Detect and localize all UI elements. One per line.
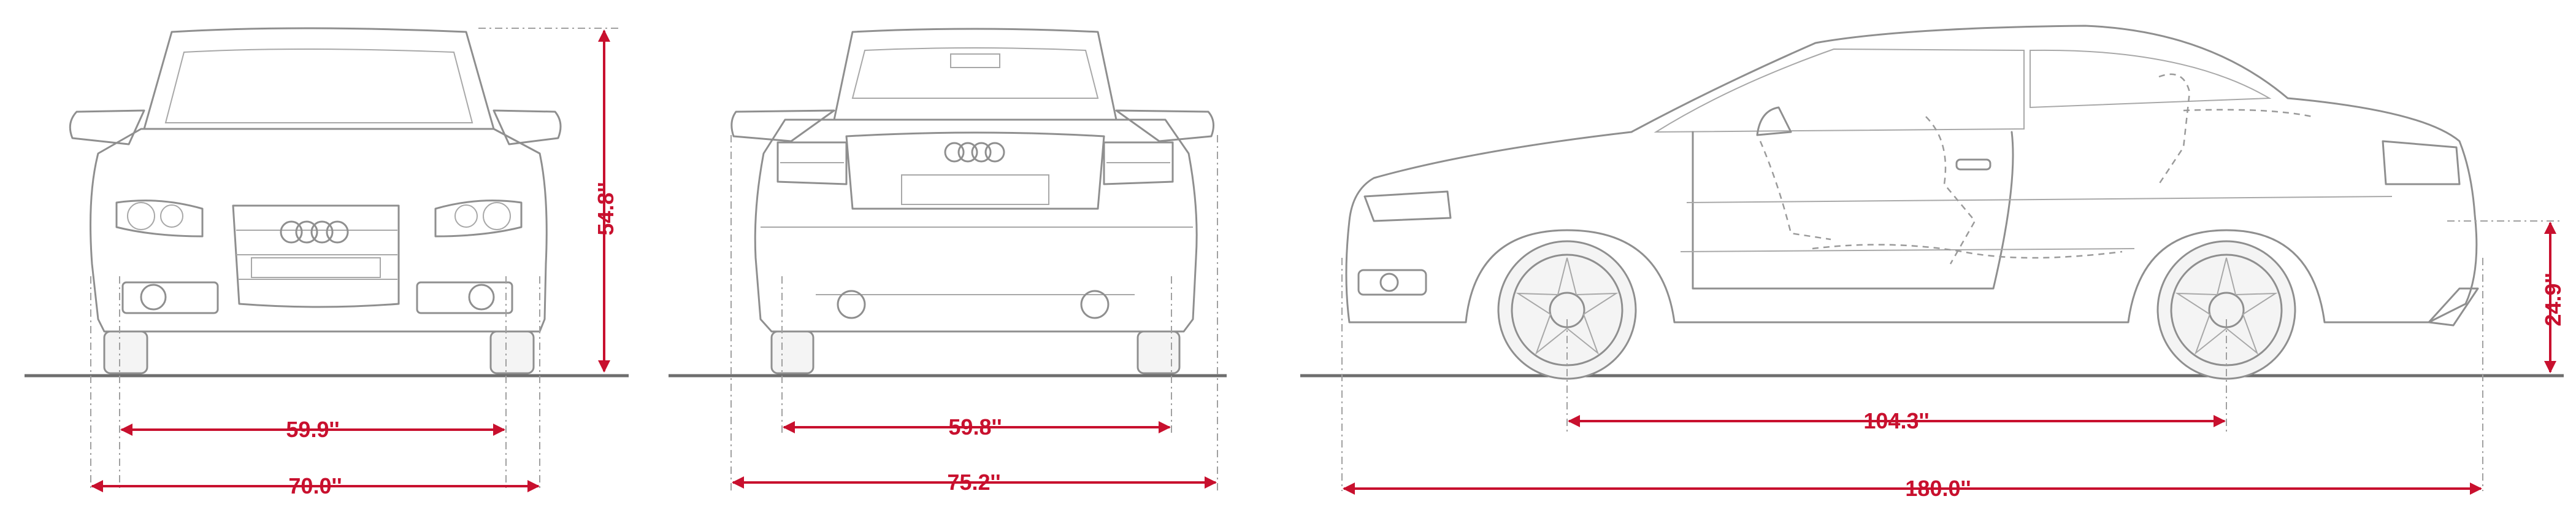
front-width-label: 70.0'' — [288, 473, 342, 498]
front-view: 54.8'' 59.9'' 70.0'' — [25, 27, 629, 498]
rear-track-label: 59.8'' — [948, 414, 1002, 440]
side-length-label: 180.0'' — [1905, 476, 1971, 501]
side-wheelbase-label: 104.3'' — [1863, 408, 1929, 433]
side-car-outline — [1345, 25, 2479, 380]
front-track-label: 59.9'' — [286, 417, 339, 442]
side-rear-height-label: 24.9'' — [2540, 273, 2566, 326]
rear-view: 59.8'' 75.2'' — [669, 28, 1227, 495]
front-car-outline — [69, 27, 562, 374]
rear-width-label: 75.2'' — [947, 470, 1000, 495]
side-view: 104.3'' 180.0'' 24.9'' — [1300, 25, 2566, 501]
front-height-label: 54.8'' — [593, 182, 618, 235]
rear-car-outline — [730, 28, 1215, 374]
